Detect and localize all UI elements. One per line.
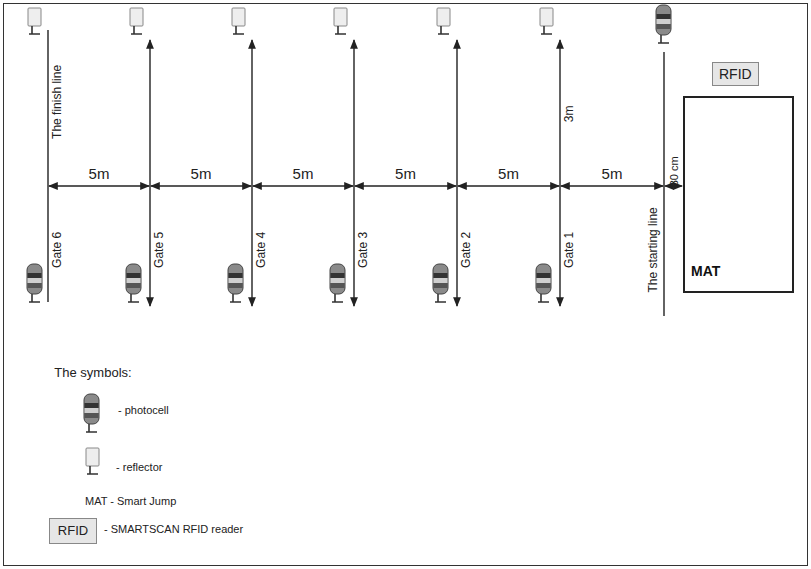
distance-label: 5m (89, 165, 110, 182)
legend-heading: The symbols: (54, 366, 131, 381)
gate-label: Gate 1 (563, 232, 577, 268)
distance-label: 5m (191, 165, 212, 182)
gate-label: Gate 2 (460, 232, 474, 268)
distance-label: 5m (498, 165, 519, 182)
mat-label: MAT (691, 263, 720, 279)
photocell-symbol (536, 264, 551, 302)
legend-text: MAT - Smart Jump (85, 495, 176, 508)
legend-rfid-box: RFID (49, 518, 97, 545)
dimension-label: 3m (563, 106, 577, 123)
legend-text: - photocell (118, 404, 169, 417)
rfid-label: RFID (719, 66, 752, 82)
legend-text: - SMARTSCAN RFID reader (104, 523, 243, 536)
distance-arrow (151, 185, 251, 186)
distance-label: 5m (395, 165, 416, 182)
dimension-label: 30 cm (668, 156, 681, 186)
distance-label: 5m (293, 165, 314, 182)
reflector-symbol (334, 8, 347, 34)
distance-arrow (458, 185, 559, 186)
reflector-symbol (130, 8, 143, 34)
gate-label: Gate 5 (153, 232, 167, 268)
reflector-symbol (540, 8, 553, 34)
gate-line (149, 40, 150, 306)
gate-label: Gate 3 (357, 232, 371, 268)
reflector-symbol (28, 8, 41, 34)
photocell-symbol (126, 264, 141, 302)
gate-label: Gate 4 (255, 232, 269, 268)
distance-arrow (253, 185, 353, 186)
gate-line (251, 40, 252, 306)
reflector-symbol (437, 8, 450, 34)
line-label: The finish line (51, 65, 65, 139)
distance-arrow (561, 185, 663, 186)
gate-line (353, 40, 354, 306)
legend-text: - reflector (116, 461, 162, 474)
photocell-symbol (656, 5, 671, 43)
gate-line (456, 40, 457, 306)
photocell-symbol (27, 264, 42, 302)
photocell-symbol (330, 264, 345, 302)
line-label: The starting line (647, 207, 661, 292)
distance-label: 5m (602, 165, 623, 182)
starting-line (663, 52, 664, 316)
distance-arrow (355, 185, 456, 186)
distance-arrow (49, 185, 149, 186)
mat-box: MAT (683, 96, 794, 293)
finish-line (47, 30, 48, 302)
photocell-symbol (228, 264, 243, 302)
rfid-box: RFID (712, 62, 759, 86)
photocell-symbol (433, 264, 448, 302)
reflector-symbol (232, 8, 245, 34)
gate-line (559, 40, 560, 306)
gate-label: Gate 6 (51, 232, 65, 268)
